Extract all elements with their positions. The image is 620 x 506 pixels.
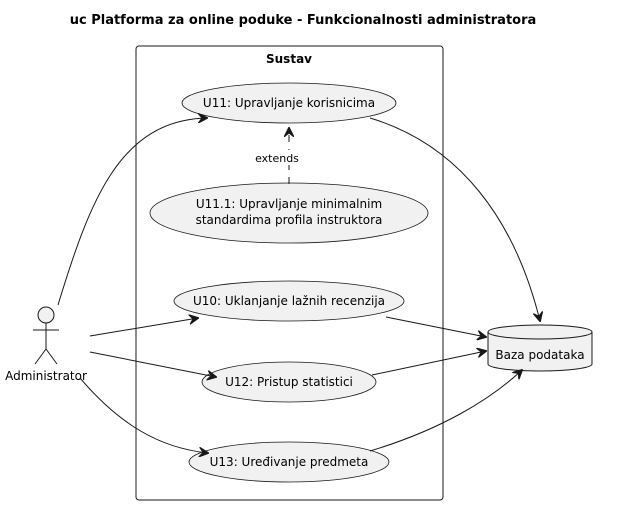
use-case-u10-label: U10: Uklanjanje lažnih recenzija: [193, 294, 385, 308]
assoc-actor-u12: [89, 351, 216, 377]
actor-head-icon: [37, 306, 55, 324]
use-case-u13-label: U13: Uređivanje predmeta: [210, 455, 369, 469]
actor-label: Administrator: [5, 369, 87, 383]
use-case-u12: [201, 361, 377, 403]
use-case-u13: [188, 441, 390, 483]
use-case-u11: [181, 82, 397, 124]
use-case-u11-1-label-line1: U11.1: Upravljanje minimalnim: [196, 197, 382, 211]
use-case-u11-label: U11: Upravljanje korisnicima: [203, 96, 375, 110]
assoc-u12-database: [371, 351, 486, 376]
extends-label-bg: [252, 150, 302, 165]
assoc-u10-database: [385, 316, 486, 337]
assoc-actor-u10: [89, 318, 198, 337]
assoc-actor-u13: [79, 377, 208, 453]
actor-right-leg: [45, 348, 58, 365]
use-case-u10: [173, 280, 405, 322]
use-case-u12-label: U12: Pristup statistici: [225, 375, 353, 389]
diagram-title: uc Platforma za online poduke - Funkcion…: [70, 13, 537, 28]
assoc-actor-u11: [57, 118, 207, 306]
use-case-u11-1-label-line2: standardima profila instruktora: [196, 213, 383, 227]
actor-left-leg: [34, 348, 47, 365]
assoc-u13-database: [369, 370, 522, 452]
assoc-u11-database: [369, 117, 540, 321]
database-label: Baza podataka: [495, 348, 584, 362]
database-cylinder-icon: [487, 324, 593, 372]
database-node: [487, 324, 593, 372]
extends-label: extends: [255, 152, 299, 165]
database-cylinder-rim: [487, 331, 593, 340]
system-label: Sustav: [266, 52, 312, 66]
administrator-actor: [33, 306, 59, 365]
